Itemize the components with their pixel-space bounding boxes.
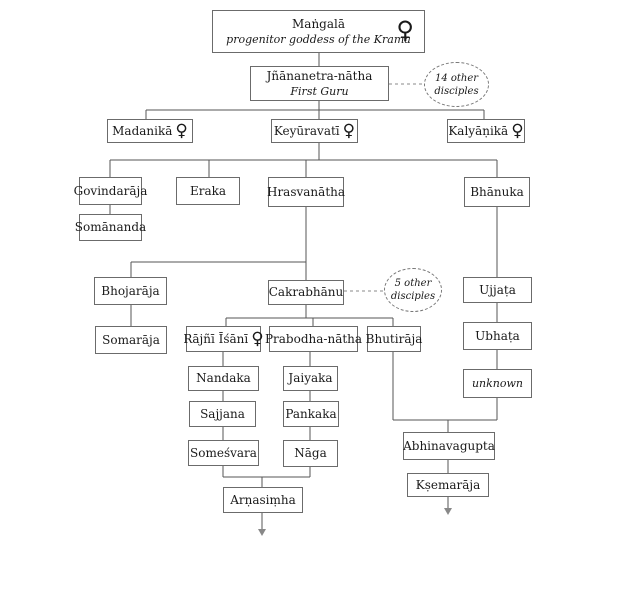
node-keyuravati-name: Keyūravatī <box>273 123 340 138</box>
node-abhinavagupta-name: Abhinavagupta <box>403 438 495 453</box>
node-madanika: Madanikā ♀ <box>107 119 193 143</box>
node-bhutiraja: Bhutirāja <box>365 326 423 352</box>
female-icon: ♀ <box>396 16 414 44</box>
node-prabodha-natha: Prabodha-nātha <box>265 326 362 352</box>
node-ujjata: Ujjaṭa <box>463 277 532 303</box>
female-icon: ♀ <box>175 121 188 141</box>
node-bhutiraja-name: Bhutirāja <box>365 331 423 346</box>
node-jaiyaka-name: Jaiyaka <box>288 371 333 385</box>
node-ubhata: Ubhaṭa <box>463 322 532 350</box>
node-nandaka-name: Nandaka <box>196 371 251 385</box>
node-govindaraja: Govindarāja <box>74 177 147 205</box>
node-mangala-subtitle: progenitor goddess of the Krama <box>226 32 411 46</box>
node-ksemaraja: Kṣemarāja <box>407 473 489 497</box>
node-somananda-name: Somānanda <box>74 220 147 234</box>
node-prabodha-natha-name: Prabodha-nātha <box>264 331 363 346</box>
node-naga: Nāga <box>283 440 338 467</box>
node-eraka: Eraka <box>176 177 240 205</box>
node-nandaka: Nandaka <box>188 366 259 391</box>
node-ujjata-name: Ujjaṭa <box>479 282 516 297</box>
node-ksemaraja-name: Kṣemarāja <box>415 477 481 492</box>
female-icon: ♀ <box>511 121 524 141</box>
node-jnananetra-natha-subtitle: First Guru <box>290 84 349 98</box>
node-bhojaraja-name: Bhojarāja <box>101 283 160 298</box>
node-eraka-name: Eraka <box>189 183 227 198</box>
node-sajjana-name: Sajjana <box>200 406 245 421</box>
node-unknown: unknown <box>463 369 532 398</box>
node-keyuravati: Keyūravatī ♀ <box>271 119 358 143</box>
node-bhanuka-name: Bhānuka <box>470 184 524 199</box>
node-kalyanika-name: Kalyāṇikā <box>448 123 509 138</box>
node-abhinavagupta: Abhinavagupta <box>403 432 495 460</box>
node-kalyanika: Kalyāṇikā ♀ <box>447 119 525 143</box>
node-ubhata-name: Ubhaṭa <box>475 328 520 343</box>
female-icon: ♀ <box>342 121 356 141</box>
node-hrasvanatha-name: Hrasvanātha <box>266 184 346 199</box>
node-sajjana: Sajjana <box>189 401 256 427</box>
cloud-line-2: disciples <box>390 291 436 302</box>
cloud-line-1: 14 other <box>434 72 479 84</box>
node-madanika-name: Madanikā <box>112 123 173 138</box>
node-somaraja-name: Somarāja <box>102 332 160 347</box>
node-mangala-name: Maṅgalā <box>292 16 345 31</box>
node-pankaka: Pankaka <box>283 401 339 427</box>
node-pankaka-name: Pankaka <box>285 406 337 421</box>
node-jaiyaka: Jaiyaka <box>283 366 338 391</box>
node-somaraja: Somarāja <box>95 326 167 354</box>
node-govindaraja-name: Govindarāja <box>73 183 148 198</box>
cloud-line-2: disciples <box>434 85 479 97</box>
node-cakrabhanu-name: Cakrabhānu <box>268 285 344 299</box>
node-somesvara: Someśvara <box>188 440 259 466</box>
node-rajni-isani-name: Rājñī Īśānī <box>183 331 249 346</box>
other-disciples-14-cloud: 14 other disciples <box>424 62 489 107</box>
node-jnananetra-natha: Jñānanetra-nātha First Guru <box>250 66 389 101</box>
node-bhojaraja: Bhojarāja <box>94 277 167 305</box>
node-arnasimha-name: Arṇasiṃha <box>230 492 296 507</box>
female-icon: ♀ <box>251 329 264 349</box>
node-somananda: Somānanda <box>75 214 146 241</box>
cloud-line-1: 5 other <box>394 278 432 289</box>
node-mangala: Maṅgalā ♀ progenitor goddess of the Kram… <box>212 10 425 53</box>
other-disciples-5-cloud: 5 other disciples <box>384 268 442 312</box>
node-cakrabhanu: Cakrabhānu <box>268 280 344 305</box>
node-naga-name: Nāga <box>294 446 327 460</box>
node-hrasvanatha: Hrasvanātha <box>266 177 346 207</box>
node-unknown-name: unknown <box>471 377 524 390</box>
node-jnananetra-natha-name: Jñānanetra-nātha <box>266 68 373 83</box>
node-arnasimha: Arṇasiṃha <box>223 487 303 513</box>
node-rajni-isani: Rājñī Īśānī ♀ <box>183 326 264 352</box>
node-bhanuka: Bhānuka <box>464 177 530 207</box>
node-somesvara-name: Someśvara <box>190 445 257 460</box>
